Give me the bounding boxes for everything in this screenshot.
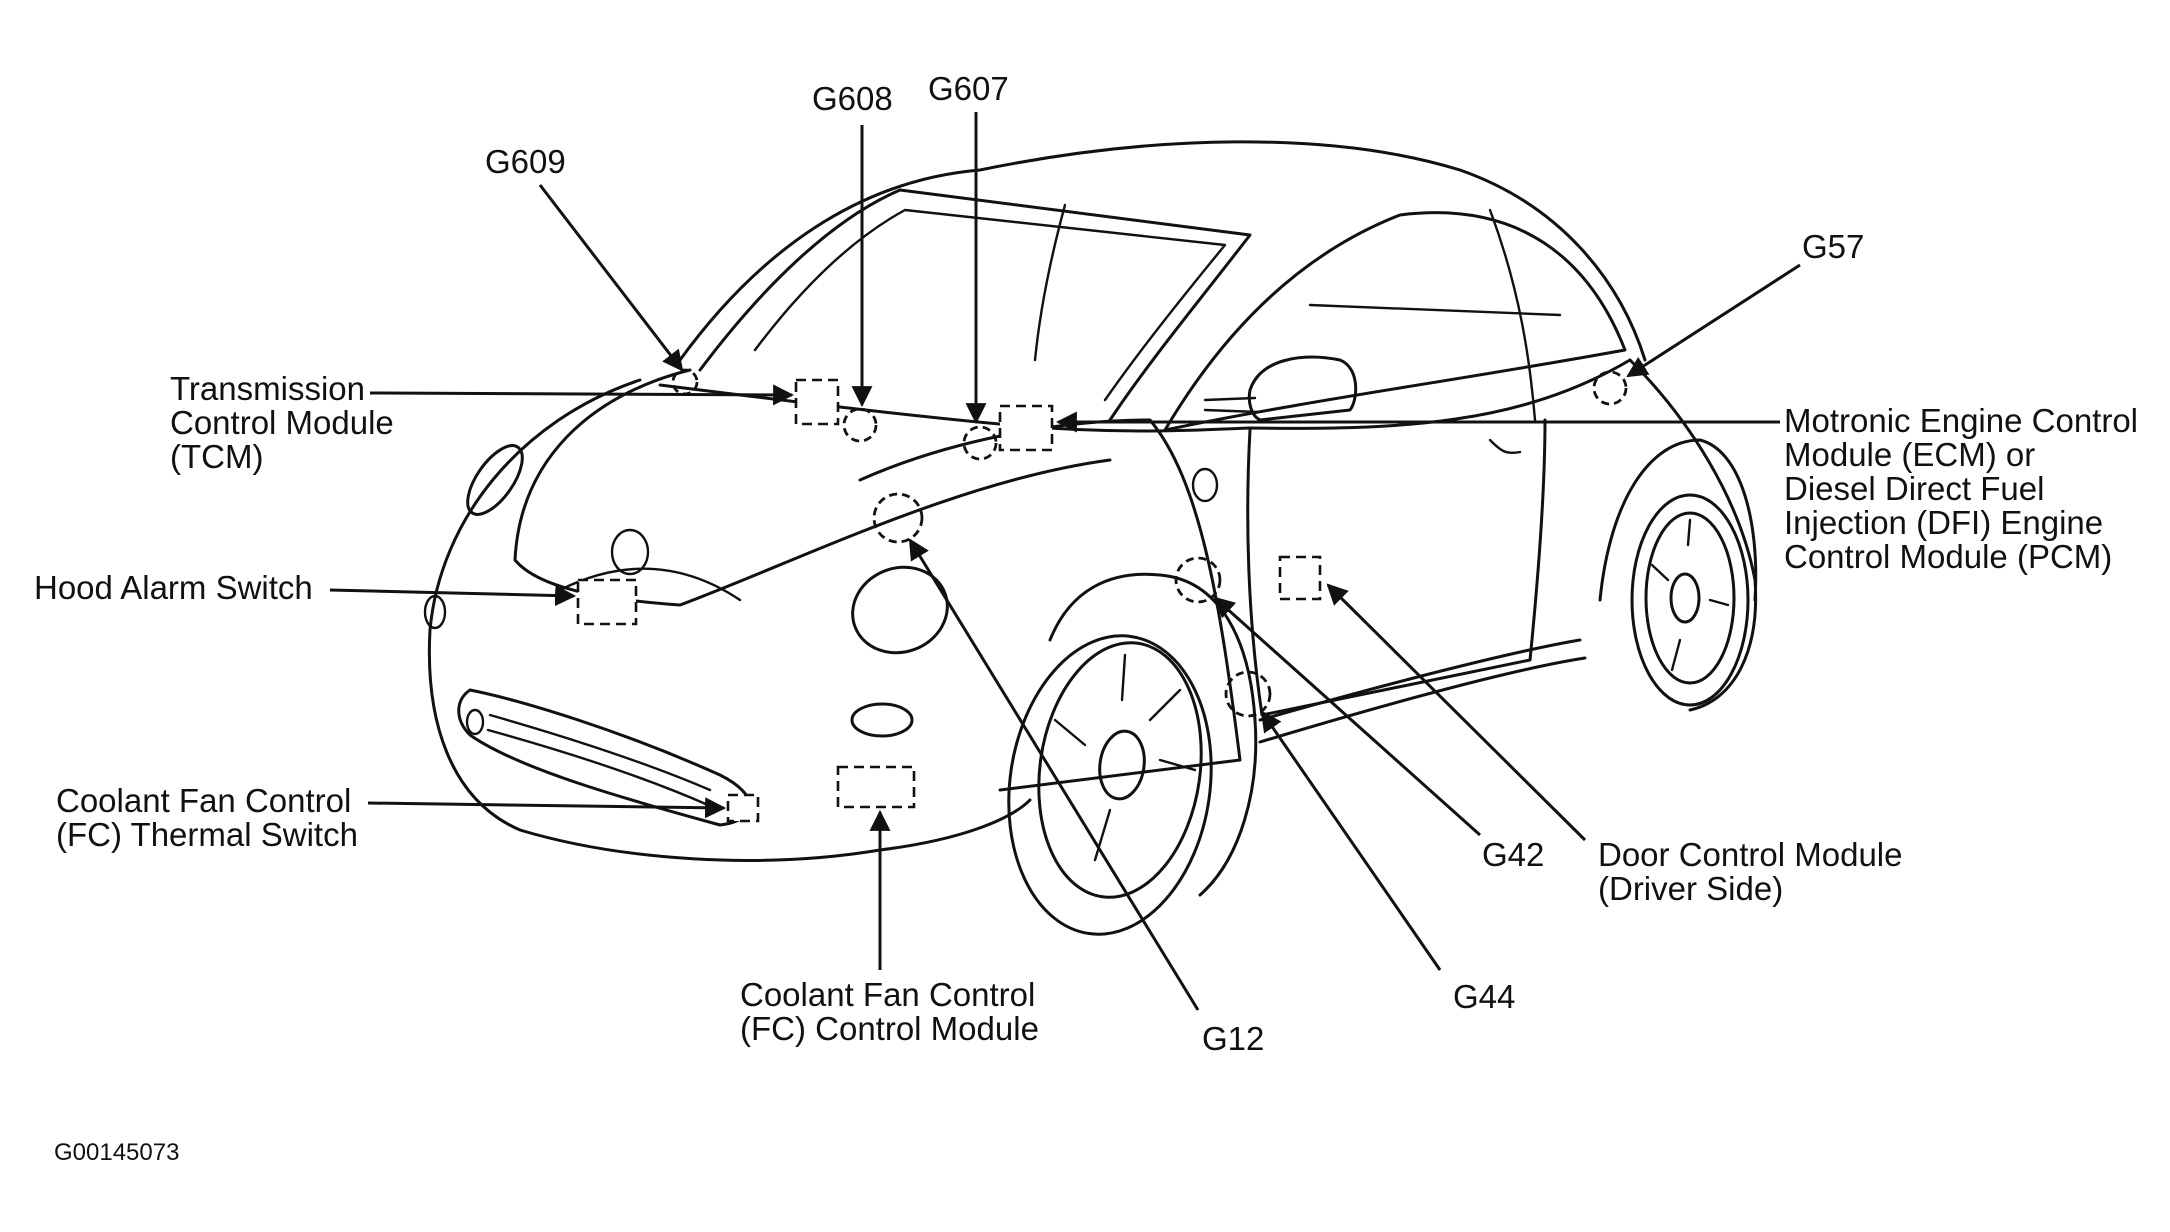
front-nose-outline: [427, 378, 1032, 862]
front-grille: [457, 688, 752, 827]
car-illustration: [423, 140, 1758, 936]
fc-module-marker: [836, 765, 916, 809]
windshield-inner: [753, 208, 1227, 402]
callout-labels: G609 G608 G607 G57 Transmission Control …: [34, 70, 2147, 1057]
rear-fender: [1628, 358, 1758, 712]
front-fender: [858, 418, 1242, 792]
g607-marker: [962, 425, 998, 461]
label-fc-thermal-switch: Coolant Fan Control (FC) Thermal Switch: [56, 782, 361, 853]
fc-thermal-marker: [726, 793, 760, 823]
side-sill: [1258, 638, 1587, 744]
rear-wheel-outer: [1630, 493, 1750, 707]
label-g609: G609: [485, 143, 566, 180]
front-wheel-outer: [1007, 634, 1213, 936]
label-g12: G12: [1202, 1020, 1264, 1057]
label-g608: G608: [812, 80, 893, 117]
label-fc-control-module: Coolant Fan Control (FC) Control Module: [740, 976, 1045, 1047]
g44-marker: [1224, 670, 1272, 718]
component-markers: [576, 368, 1628, 823]
label-tcm: Transmission Control Module (TCM): [170, 370, 403, 475]
rear-hubcap: [1669, 572, 1701, 624]
label-door-control-module: Door Control Module (Driver Side): [1598, 836, 1912, 907]
g42-marker: [1174, 556, 1222, 604]
label-hood-alarm-switch: Hood Alarm Switch: [34, 569, 313, 606]
label-g42: G42: [1482, 836, 1544, 873]
windshield-outline: [698, 188, 1252, 422]
front-wheel-arch: [1048, 572, 1258, 897]
g57-marker: [1592, 370, 1628, 406]
figure-id: G00145073: [54, 1139, 179, 1166]
leader-lines: [329, 112, 1801, 1011]
rear-wheel-inner: [1644, 511, 1736, 685]
side-mirror: [1247, 355, 1358, 422]
label-ecm: Motronic Engine Control Module (ECM) or …: [1784, 402, 2147, 575]
front-hubcap: [1098, 729, 1146, 801]
hood-alarm-marker: [576, 578, 638, 626]
side-window-outline: [1163, 211, 1627, 432]
fog-light: [850, 702, 914, 738]
front-wheel-inner: [1037, 641, 1203, 899]
label-g607: G607: [928, 70, 1009, 107]
left-headlight: [466, 444, 524, 516]
right-headlight: [851, 565, 949, 655]
rear-wheel-arch: [1598, 438, 1758, 602]
tcm-marker: [794, 378, 840, 426]
car-roof-outline: [678, 140, 1647, 362]
g12-marker: [872, 492, 924, 544]
label-g57: G57: [1802, 228, 1864, 265]
label-g44: G44: [1453, 978, 1515, 1015]
ecm-marker: [998, 404, 1054, 452]
g608-marker: [842, 407, 878, 443]
door-module-marker: [1278, 555, 1322, 601]
